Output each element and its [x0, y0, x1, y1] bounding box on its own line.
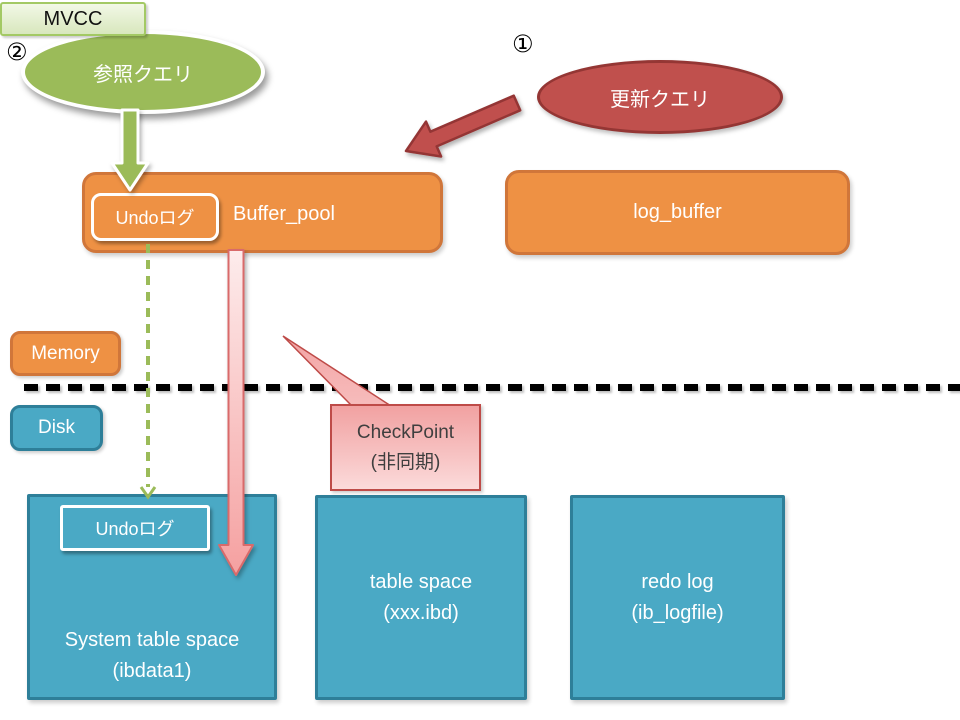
title-badge: MVCC — [0, 2, 146, 36]
disk-zone-label: Disk — [10, 405, 103, 451]
system-table-space-box: Undoログ System table space (ibdata1) — [27, 494, 277, 700]
update-query-ellipse: 更新クエリ — [537, 60, 783, 134]
buffer-pool-label: Buffer_pool — [233, 203, 335, 225]
checkpoint-callout: CheckPoint (非同期) — [330, 404, 481, 491]
redo-log-box: redo log (ib_logfile) — [570, 495, 785, 700]
redo-log-label: redo log (ib_logfile) — [631, 570, 724, 624]
checkpoint-callout-line1: CheckPoint — [356, 421, 455, 443]
memory-disk-divider — [24, 384, 960, 391]
reference-query-ellipse: 参照クエリ — [21, 30, 265, 114]
title-label: MVCC — [43, 7, 103, 30]
update-query-label: 更新クエリ — [610, 88, 710, 111]
log-buffer-box: log_buffer — [505, 170, 850, 255]
step-1-marker: ① — [512, 31, 534, 58]
undo-log-disk-label: Undoログ — [95, 519, 175, 539]
memory-zone-label: Memory — [10, 331, 121, 376]
checkpoint-callout-tail — [282, 335, 394, 407]
checkpoint-callout-line2: (非同期) — [370, 451, 441, 473]
update-query-arrow — [404, 94, 522, 158]
memory-zone-text: Memory — [31, 342, 100, 364]
undo-log-memory-label: Undoログ — [115, 208, 195, 228]
buffer-pool-box: Undoログ Buffer_pool — [82, 172, 443, 253]
system-table-space-label: System table space (ibdata1) — [64, 629, 240, 682]
table-space-box: table space (xxx.ibd) — [315, 495, 527, 700]
table-space-label: table space (xxx.ibd) — [369, 570, 473, 624]
step-2-marker: ② — [6, 39, 28, 66]
disk-zone-text: Disk — [38, 417, 75, 438]
undo-log-disk-box: Undoログ — [60, 505, 210, 551]
undo-log-memory-box: Undoログ — [91, 193, 219, 241]
log-buffer-label: log_buffer — [633, 201, 722, 223]
reference-query-label: 参照クエリ — [93, 63, 193, 86]
